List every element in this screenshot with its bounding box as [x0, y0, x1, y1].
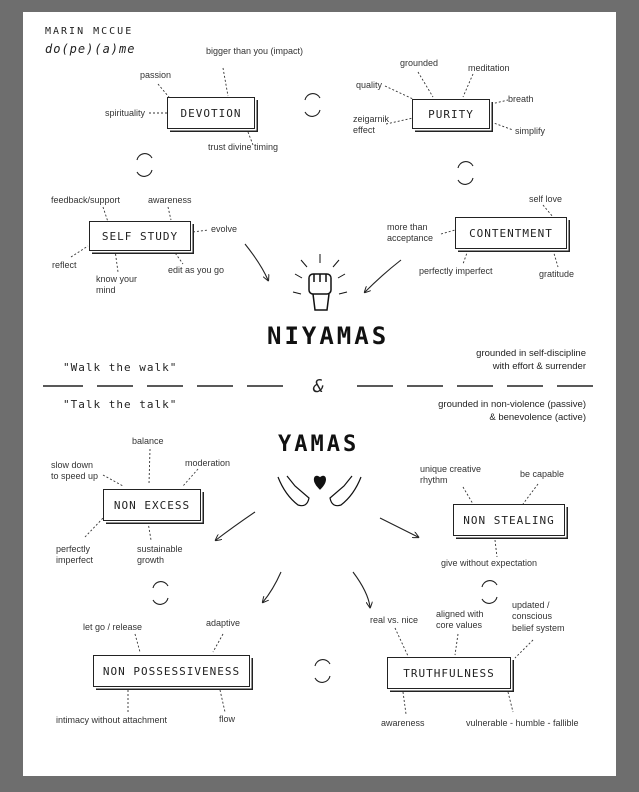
note-devotion-bigger-than-you: bigger than you (impact): [206, 46, 304, 56]
note-non-excess-sustainable-growth: sustainable growth: [137, 544, 183, 566]
note-non-stealing-be-capable: be capable: [520, 469, 565, 479]
note-self-study-awareness: awareness: [148, 195, 192, 205]
note-non-possessiveness-let-go: let go / release: [83, 622, 143, 632]
note-purity-simplify: simplify: [515, 126, 546, 136]
non-excess-box: NON EXCESS: [103, 489, 201, 521]
note-self-study-reflect: reflect: [52, 260, 77, 270]
note-self-study-feedback: feedback/support: [51, 195, 121, 205]
contentment-box: CONTENTMENT: [455, 217, 567, 249]
note-non-stealing-unique-creative-rhythm: unique creative rhythm: [420, 464, 482, 486]
talk-the-talk-quote: "Talk the talk": [63, 398, 178, 411]
note-contentment-gratitude: gratitude: [539, 269, 575, 279]
note-self-study-evolve: evolve: [211, 224, 238, 234]
self-study-box: SELF STUDY: [89, 221, 191, 251]
non-stealing-box: NON STEALING: [453, 504, 565, 536]
note-non-excess-moderation: moderation: [185, 458, 231, 468]
note-non-possessiveness-flow: flow: [219, 714, 236, 724]
divider-ampersand: &: [313, 376, 325, 397]
note-purity-meditation: meditation: [468, 63, 510, 73]
raised-fist-icon: [292, 254, 348, 311]
note-non-excess-balance: balance: [132, 436, 164, 446]
devotion-box: DEVOTION: [167, 97, 255, 129]
walk-the-walk-quote: "Walk the walk": [63, 361, 178, 374]
note-non-excess-perfectly-imperfect: perfectly imperfect: [56, 544, 94, 566]
niyamas-tagline: grounded in self-discipline with effort …: [476, 348, 586, 372]
sketchnote-page: MARIN MCCUE do(pe)(a)me: [23, 12, 616, 776]
yamas-title: YAMAS: [278, 432, 360, 457]
connectors-layer: [43, 67, 593, 715]
note-non-excess-slow-down: slow down to speed up: [51, 460, 99, 482]
cycle-arrows-icon: [136, 93, 498, 683]
note-truthfulness-vulnerable: vulnerable - humble - fallible: [466, 718, 579, 728]
note-self-study-know-your-mind: know your mind: [96, 274, 138, 296]
note-devotion-trust-divine-timing: trust divine timing: [208, 142, 279, 152]
note-truthfulness-awareness: awareness: [381, 718, 425, 728]
note-devotion-passion: passion: [140, 70, 172, 80]
note-non-possessiveness-intimacy: intimacy without attachment: [56, 715, 168, 725]
note-non-possessiveness-adaptive: adaptive: [206, 618, 241, 628]
note-truthfulness-real-vs-nice: real vs. nice: [370, 615, 419, 625]
heart-hands-icon: [277, 475, 362, 507]
niyamas-title: NIYAMAS: [267, 322, 390, 350]
note-non-stealing-give-without-expectation: give without expectation: [441, 558, 538, 568]
note-self-study-edit-as-you-go: edit as you go: [168, 265, 225, 275]
note-devotion-spirituality: spirituality: [105, 108, 146, 118]
note-purity-quality: quality: [356, 80, 383, 90]
note-purity-zeigarnik-effect: zeigarnik effect: [353, 114, 390, 136]
purity-box: PURITY: [412, 99, 490, 129]
note-purity-grounded: grounded: [400, 58, 439, 68]
note-purity-breath: breath: [508, 94, 534, 104]
non-possessiveness-box: NON POSSESSIVENESS: [93, 655, 250, 687]
note-contentment-perfectly-imperfect: perfectly imperfect: [419, 266, 493, 276]
yamas-tagline: grounded in non-violence (passive) & ben…: [438, 399, 586, 423]
brand-logo: do(pe)(a)me: [45, 42, 136, 56]
note-truthfulness-aligned-core-values: aligned with core values: [436, 609, 484, 631]
author-name: MARIN MCCUE: [45, 26, 134, 37]
note-contentment-more-than-acceptance: more than acceptance: [387, 222, 434, 244]
note-truthfulness-belief-system: updated / conscious belief system: [512, 600, 565, 633]
note-contentment-self-love: self love: [529, 194, 563, 204]
truthfulness-box: TRUTHFULNESS: [387, 657, 511, 689]
